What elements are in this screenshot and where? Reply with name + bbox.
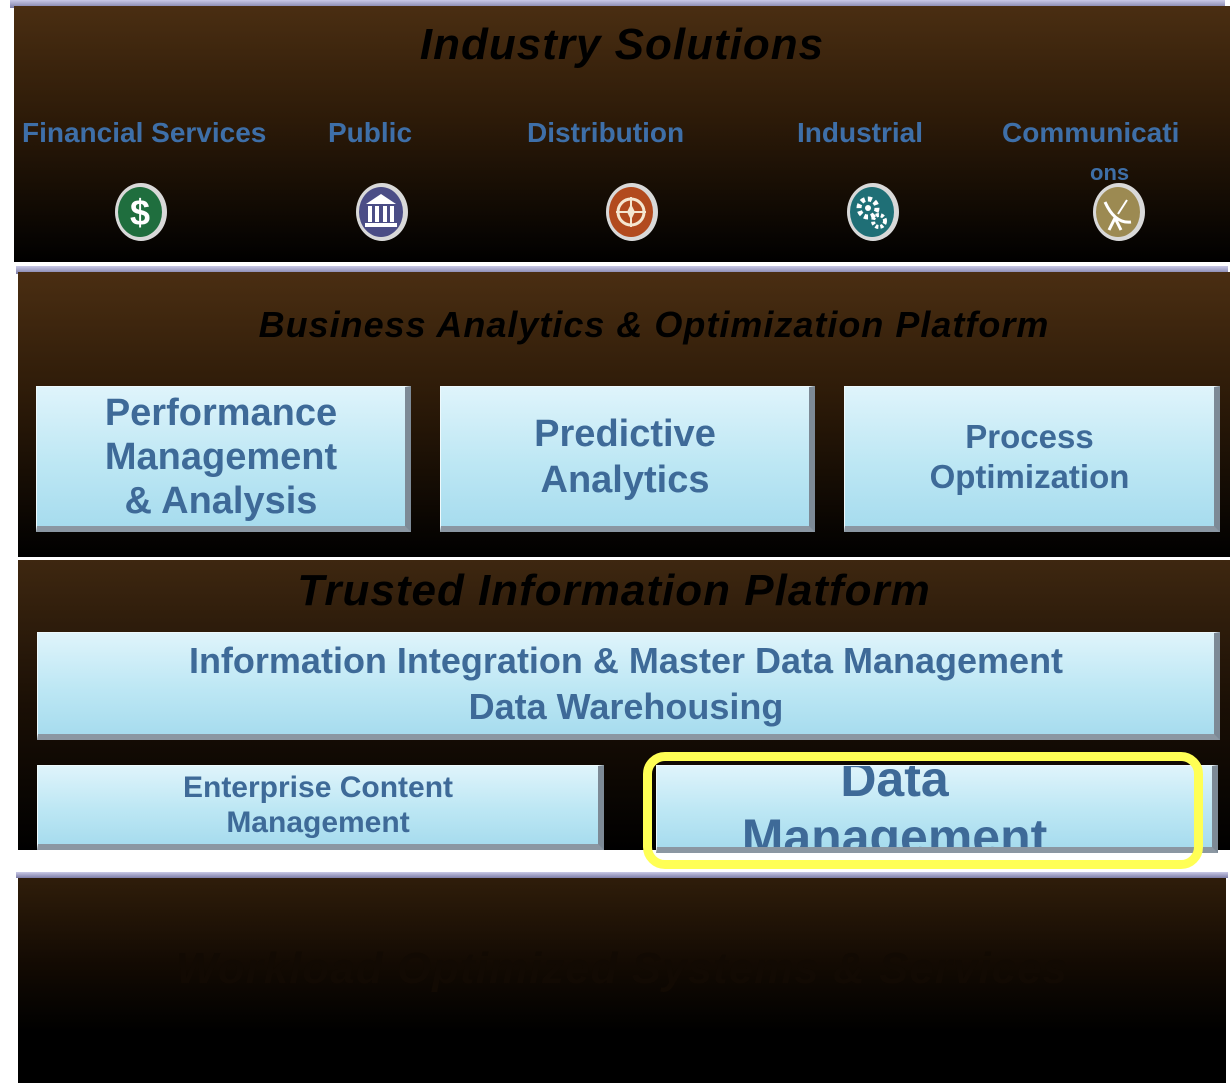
industry-label-public: Public [328, 117, 413, 148]
performance-management-line-3: & Analysis [124, 479, 318, 522]
analytics-title: Business Analytics & Optimization Platfo… [258, 304, 1050, 345]
process-optimization-box: Process Optimization [844, 386, 1220, 532]
process-optimization-line-1: Process [965, 417, 1094, 455]
workload-title: Workload Optimized Systems & Services [175, 944, 1069, 993]
predictive-analytics-line-1: Predictive [534, 412, 716, 455]
performance-management-line-1: Performance [104, 391, 338, 434]
enterprise-content-management-box: Enterprise Content Management [37, 765, 604, 850]
information-integration-line-2: Data Warehousing [468, 685, 784, 727]
information-integration-line-1: Information Integration & Master Data Ma… [188, 639, 1064, 681]
predictive-analytics-line-2: Analytics [540, 458, 710, 501]
industry-band-edge [10, 0, 1225, 8]
predictive-analytics-box: Predictive Analytics [440, 386, 815, 532]
information-integration-box: Information Integration & Master Data Ma… [37, 632, 1220, 740]
enterprise-content-line-1: Enterprise Content [182, 771, 454, 804]
enterprise-content-line-2: Management [226, 806, 410, 839]
performance-management-box: Performance Management & Analysis [36, 386, 411, 532]
process-optimization-line-2: Optimization [929, 457, 1130, 495]
trusted-title: Trusted Information Platform [297, 566, 931, 615]
gear-icon [847, 183, 899, 241]
government-building-icon [356, 183, 408, 241]
data-management-line-1: Data [840, 765, 949, 807]
industry-label-communications-line1: Communicati [1002, 117, 1180, 148]
compass-icon [606, 183, 658, 241]
performance-management-line-2: Management [104, 435, 338, 478]
svg-text:$: $ [130, 192, 150, 233]
analytics-band-edge [16, 266, 1228, 274]
industry-label-distribution: Distribution [527, 117, 685, 148]
workload-band: Workload Optimized Systems & Services [18, 878, 1226, 1083]
satellite-dish-icon [1093, 183, 1145, 241]
data-management-highlight [643, 752, 1203, 869]
industry-label-financial-services: Financial Services [22, 117, 267, 148]
dollar-icon: $ [115, 183, 167, 241]
industry-label-communications-line2: ons [1090, 160, 1130, 185]
industry-title: Industry Solutions [419, 20, 825, 69]
industry-label-industrial: Industrial [797, 117, 924, 148]
data-management-box: Data Management [656, 765, 1218, 853]
data-management-line-2: Management [741, 809, 1048, 853]
workload-band-edge [16, 872, 1228, 878]
